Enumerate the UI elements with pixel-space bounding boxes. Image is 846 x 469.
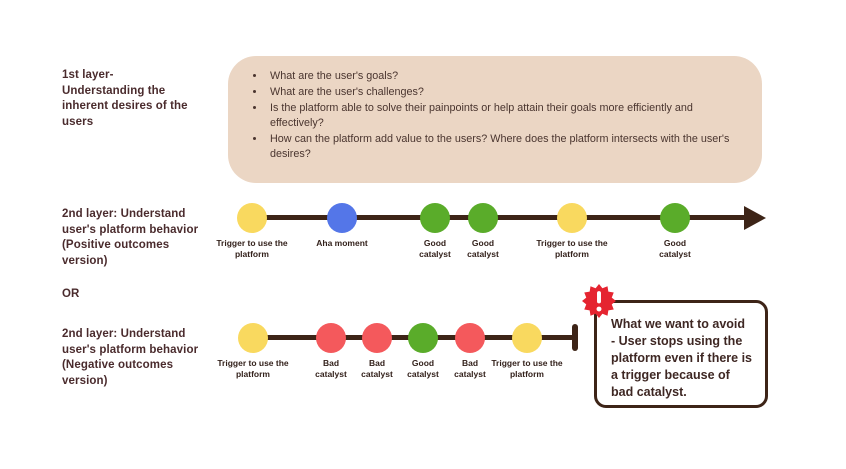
question-item: Is the platform able to solve their pain… bbox=[266, 101, 744, 131]
bad-catalyst-dot bbox=[316, 323, 346, 353]
timeline-event: Bad catalyst bbox=[322, 323, 432, 380]
timeline-event: Trigger to use the platform bbox=[517, 203, 627, 260]
layer1-label: 1st layer- Understanding the inherent de… bbox=[62, 69, 188, 128]
event-label: Bad catalyst bbox=[315, 358, 347, 379]
good-catalyst-dot bbox=[408, 323, 438, 353]
good-catalyst-dot bbox=[420, 203, 450, 233]
bad-catalyst-dot bbox=[455, 323, 485, 353]
timeline-event: Good catalyst bbox=[428, 203, 538, 260]
callout-text: What we want to avoid - User stops using… bbox=[611, 317, 753, 399]
questions-panel: What are the user's goals? What are the … bbox=[228, 56, 762, 183]
timeline-line bbox=[251, 335, 574, 340]
event-label: Good catalyst bbox=[467, 238, 499, 259]
timeline-line bbox=[250, 215, 746, 220]
timeline-event: Good catalyst bbox=[620, 203, 730, 260]
trigger-dot bbox=[238, 323, 268, 353]
good-catalyst-dot bbox=[660, 203, 690, 233]
event-label: Good catalyst bbox=[419, 238, 451, 259]
layer2-negative-label: 2nd layer: Understand user's platform be… bbox=[62, 328, 199, 387]
layer2-positive-label: 2nd layer: Understand user's platform be… bbox=[62, 208, 199, 267]
callout-box: What we want to avoid - User stops using… bbox=[594, 300, 768, 408]
timeline-event: Aha moment bbox=[287, 203, 397, 249]
timeline-event: Good catalyst bbox=[380, 203, 490, 260]
timeline-event: Trigger to use the platform bbox=[472, 323, 582, 380]
question-item: What are the user's challenges? bbox=[266, 85, 744, 100]
alert-badge bbox=[582, 284, 616, 318]
arrow-right-icon bbox=[744, 206, 766, 230]
event-label: Good catalyst bbox=[407, 358, 439, 379]
event-label: Bad catalyst bbox=[361, 358, 393, 379]
event-label: Trigger to use the platform bbox=[491, 358, 563, 379]
trigger-dot bbox=[557, 203, 587, 233]
event-label: Trigger to use the platform bbox=[536, 238, 608, 259]
event-label: Aha moment bbox=[316, 238, 368, 248]
good-catalyst-dot bbox=[468, 203, 498, 233]
stop-bar bbox=[572, 324, 578, 351]
timeline-event: Good catalyst bbox=[368, 323, 478, 380]
or-label: OR bbox=[62, 288, 80, 300]
event-label: Bad catalyst bbox=[454, 358, 486, 379]
trigger-dot bbox=[512, 323, 542, 353]
question-item: How can the platform add value to the us… bbox=[266, 132, 744, 162]
bad-catalyst-dot bbox=[362, 323, 392, 353]
event-label: Good catalyst bbox=[659, 238, 691, 259]
questions-list: What are the user's goals? What are the … bbox=[240, 69, 744, 162]
exclamation-dot bbox=[596, 306, 602, 312]
timeline-event: Bad catalyst bbox=[276, 323, 386, 380]
exclamation-icon bbox=[597, 291, 601, 304]
question-item: What are the user's goals? bbox=[266, 69, 744, 84]
aha-moment-dot bbox=[327, 203, 357, 233]
timeline-event: Bad catalyst bbox=[415, 323, 525, 380]
